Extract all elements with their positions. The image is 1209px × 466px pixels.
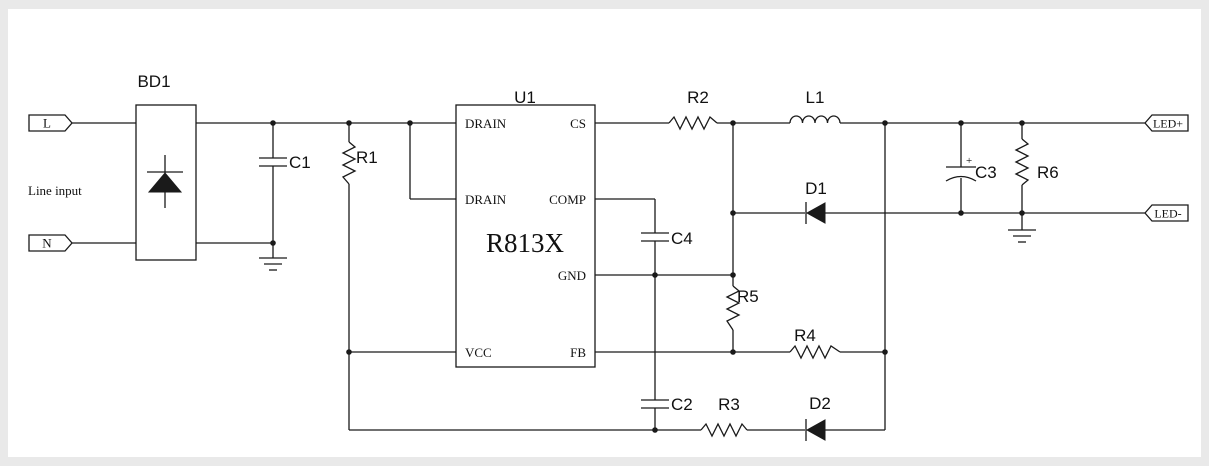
d2-label: D2	[809, 394, 831, 413]
u1-label: U1	[514, 88, 536, 107]
d1-label: D1	[805, 179, 827, 198]
led-minus-label: LED-	[1154, 207, 1181, 221]
c3-label: C3	[975, 163, 997, 182]
resistor-r6	[1014, 138, 1030, 186]
pin-cs: CS	[570, 116, 586, 131]
r3-label: R3	[718, 395, 740, 414]
capacitor-c3	[945, 166, 977, 182]
ic-u1	[455, 104, 596, 368]
terminal-n: N	[28, 234, 73, 252]
r5-label: R5	[737, 287, 759, 306]
r2-label: R2	[687, 88, 709, 107]
terminal-n-label: N	[42, 236, 52, 251]
terminal-led-plus: LED+	[1144, 114, 1189, 132]
r6-label: R6	[1037, 163, 1059, 182]
terminal-l-label: L	[43, 116, 51, 131]
pin-drain-2: DRAIN	[465, 192, 507, 207]
resistor-r4	[789, 344, 841, 360]
terminal-l: L	[28, 114, 73, 132]
wires	[72, 122, 1145, 431]
terminal-led-minus: LED-	[1144, 204, 1189, 222]
diagram-panel	[8, 9, 1201, 457]
c4-label: C4	[671, 229, 693, 248]
resistor-r3	[700, 422, 748, 438]
capacitor-c4	[641, 232, 669, 242]
r1-label: R1	[356, 148, 378, 167]
capacitor-c2	[641, 399, 669, 409]
pin-fb: FB	[570, 345, 586, 360]
pin-drain-1: DRAIN	[465, 116, 507, 131]
diode-d1	[805, 202, 826, 224]
c3-polarity-mark: +	[966, 155, 972, 167]
inductor-l1	[789, 115, 841, 124]
diode-d2	[805, 419, 826, 441]
resistor-r1	[341, 141, 357, 185]
junction-dots	[270, 120, 1025, 433]
bd1-label: BD1	[137, 72, 170, 91]
bridge-rectifier-bd1	[135, 104, 197, 261]
pin-gnd: GND	[558, 268, 586, 283]
resistor-r2	[668, 115, 718, 131]
line-input-label: Line input	[28, 183, 82, 198]
pin-vcc: VCC	[465, 345, 492, 360]
led-plus-label: LED+	[1153, 117, 1183, 131]
chip-name: R813X	[486, 228, 565, 258]
capacitor-c1	[259, 157, 287, 167]
c2-label: C2	[671, 395, 693, 414]
c1-label: C1	[289, 153, 311, 172]
pin-comp: COMP	[549, 192, 586, 207]
ground-symbol-2	[1008, 229, 1036, 243]
l1-label: L1	[806, 88, 825, 107]
ground-symbol-1	[259, 257, 287, 271]
r4-label: R4	[794, 326, 816, 345]
resistor-r5	[725, 285, 741, 331]
